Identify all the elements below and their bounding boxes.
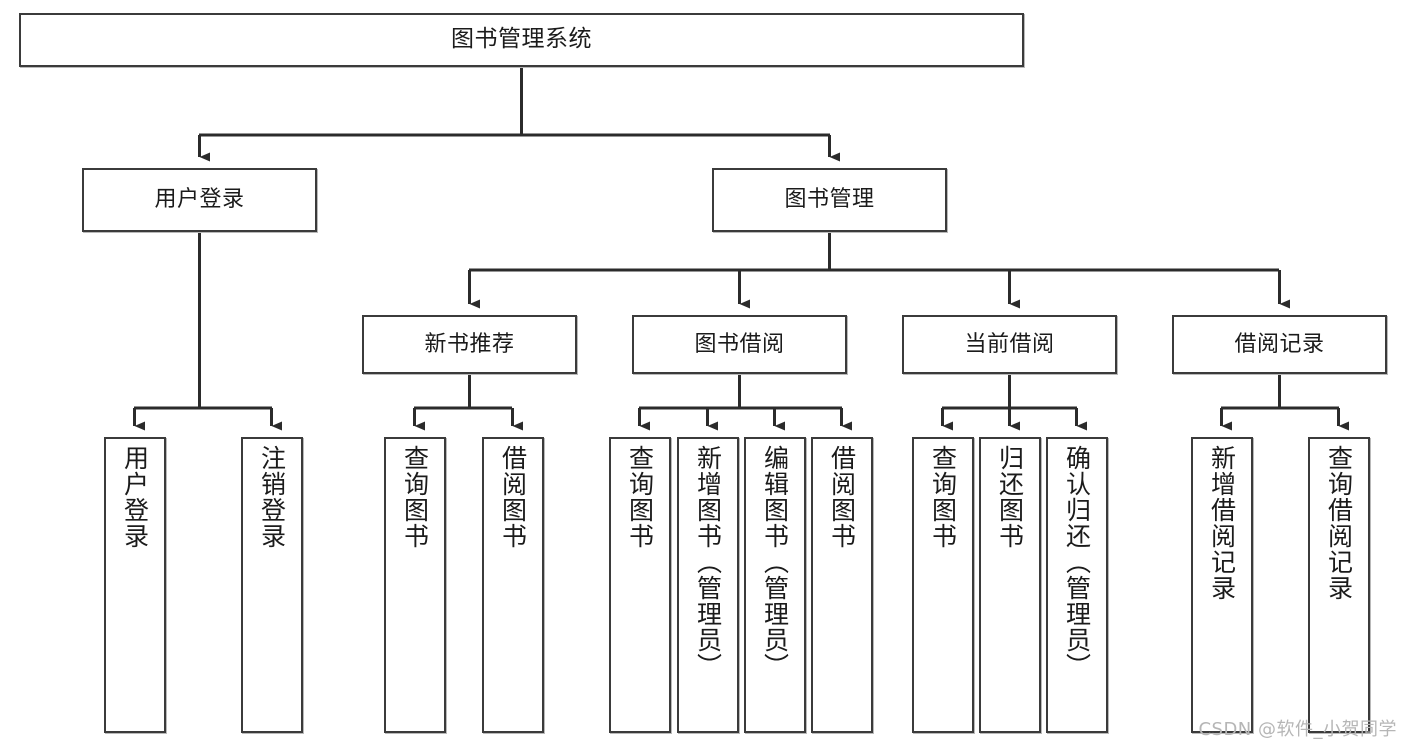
- node-leaf-add-book-admin[interactable]: 新增图书（管理员）: [677, 437, 739, 733]
- node-leaf-add-borrow-record[interactable]: 新增借阅记录: [1191, 437, 1253, 733]
- node-leaf-logout[interactable]: 注销登录: [241, 437, 303, 733]
- node-label: 新书推荐: [424, 331, 515, 357]
- node-book-management[interactable]: 图书管理: [712, 168, 947, 232]
- node-leaf-query-book[interactable]: 查询图书: [609, 437, 671, 733]
- node-leaf-return-book[interactable]: 归还图书: [979, 437, 1041, 733]
- node-label: 归还图书: [995, 445, 1025, 549]
- node-root-book-management-system[interactable]: 图书管理系统: [19, 13, 1024, 67]
- node-current-borrow[interactable]: 当前借阅: [902, 315, 1117, 374]
- node-label: 新增借阅记录: [1207, 445, 1237, 601]
- node-label: 注销登录: [257, 445, 287, 549]
- node-leaf-query-book-current[interactable]: 查询图书: [912, 437, 974, 733]
- node-label: 编辑图书（管理员）: [760, 445, 790, 679]
- node-label: 借阅图书: [827, 445, 857, 549]
- node-label: 借阅记录: [1234, 331, 1325, 357]
- node-label: 用户登录: [154, 187, 245, 213]
- node-label: 确认归还（管理员）: [1062, 445, 1092, 679]
- node-label: 查询图书: [400, 445, 430, 549]
- node-leaf-confirm-return-admin[interactable]: 确认归还（管理员）: [1046, 437, 1108, 733]
- node-leaf-edit-book-admin[interactable]: 编辑图书（管理员）: [744, 437, 806, 733]
- node-leaf-query-book-new[interactable]: 查询图书: [384, 437, 446, 733]
- watermark-text: CSDN @软件_小贺同学: [1198, 719, 1397, 740]
- node-leaf-borrow-book[interactable]: 借阅图书: [811, 437, 873, 733]
- node-leaf-user-login[interactable]: 用户登录: [104, 437, 166, 733]
- node-leaf-query-borrow-record[interactable]: 查询借阅记录: [1308, 437, 1370, 733]
- node-label: 图书管理系统: [451, 26, 592, 53]
- node-label: 当前借阅: [964, 331, 1055, 357]
- node-book-borrow[interactable]: 图书借阅: [632, 315, 847, 374]
- node-label: 查询借阅记录: [1324, 445, 1354, 601]
- node-label: 用户登录: [120, 445, 150, 549]
- node-label: 新增图书（管理员）: [693, 445, 723, 679]
- node-label: 借阅图书: [498, 445, 528, 549]
- node-label: 查询图书: [625, 445, 655, 549]
- node-label: 查询图书: [928, 445, 958, 549]
- node-user-login[interactable]: 用户登录: [82, 168, 317, 232]
- node-leaf-borrow-book-new[interactable]: 借阅图书: [482, 437, 544, 733]
- node-new-book-recommend[interactable]: 新书推荐: [362, 315, 577, 374]
- node-label: 图书借阅: [694, 331, 785, 357]
- node-label: 图书管理: [784, 187, 875, 213]
- node-borrow-record[interactable]: 借阅记录: [1172, 315, 1387, 374]
